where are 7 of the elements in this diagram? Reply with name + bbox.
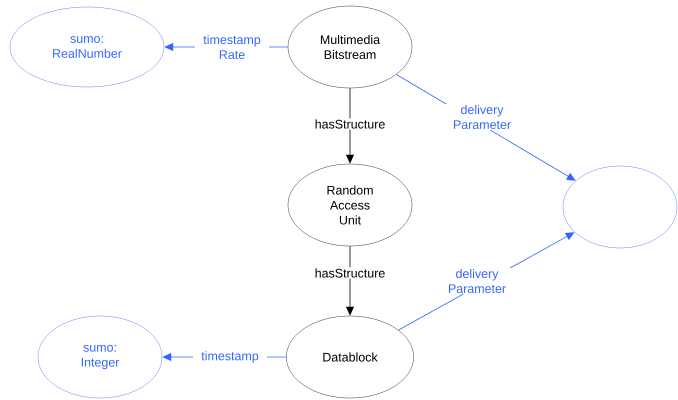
edge-label: timestamp	[193, 350, 267, 364]
edge-label: timestamp Rate	[195, 34, 269, 60]
edge-label: delivery Parameter	[445, 104, 519, 130]
edge-label: hasStructure	[313, 267, 387, 279]
edge-label: hasStructure	[313, 118, 387, 130]
concept-ellipse	[562, 166, 678, 248]
edge-label: delivery Parameter	[440, 268, 514, 294]
